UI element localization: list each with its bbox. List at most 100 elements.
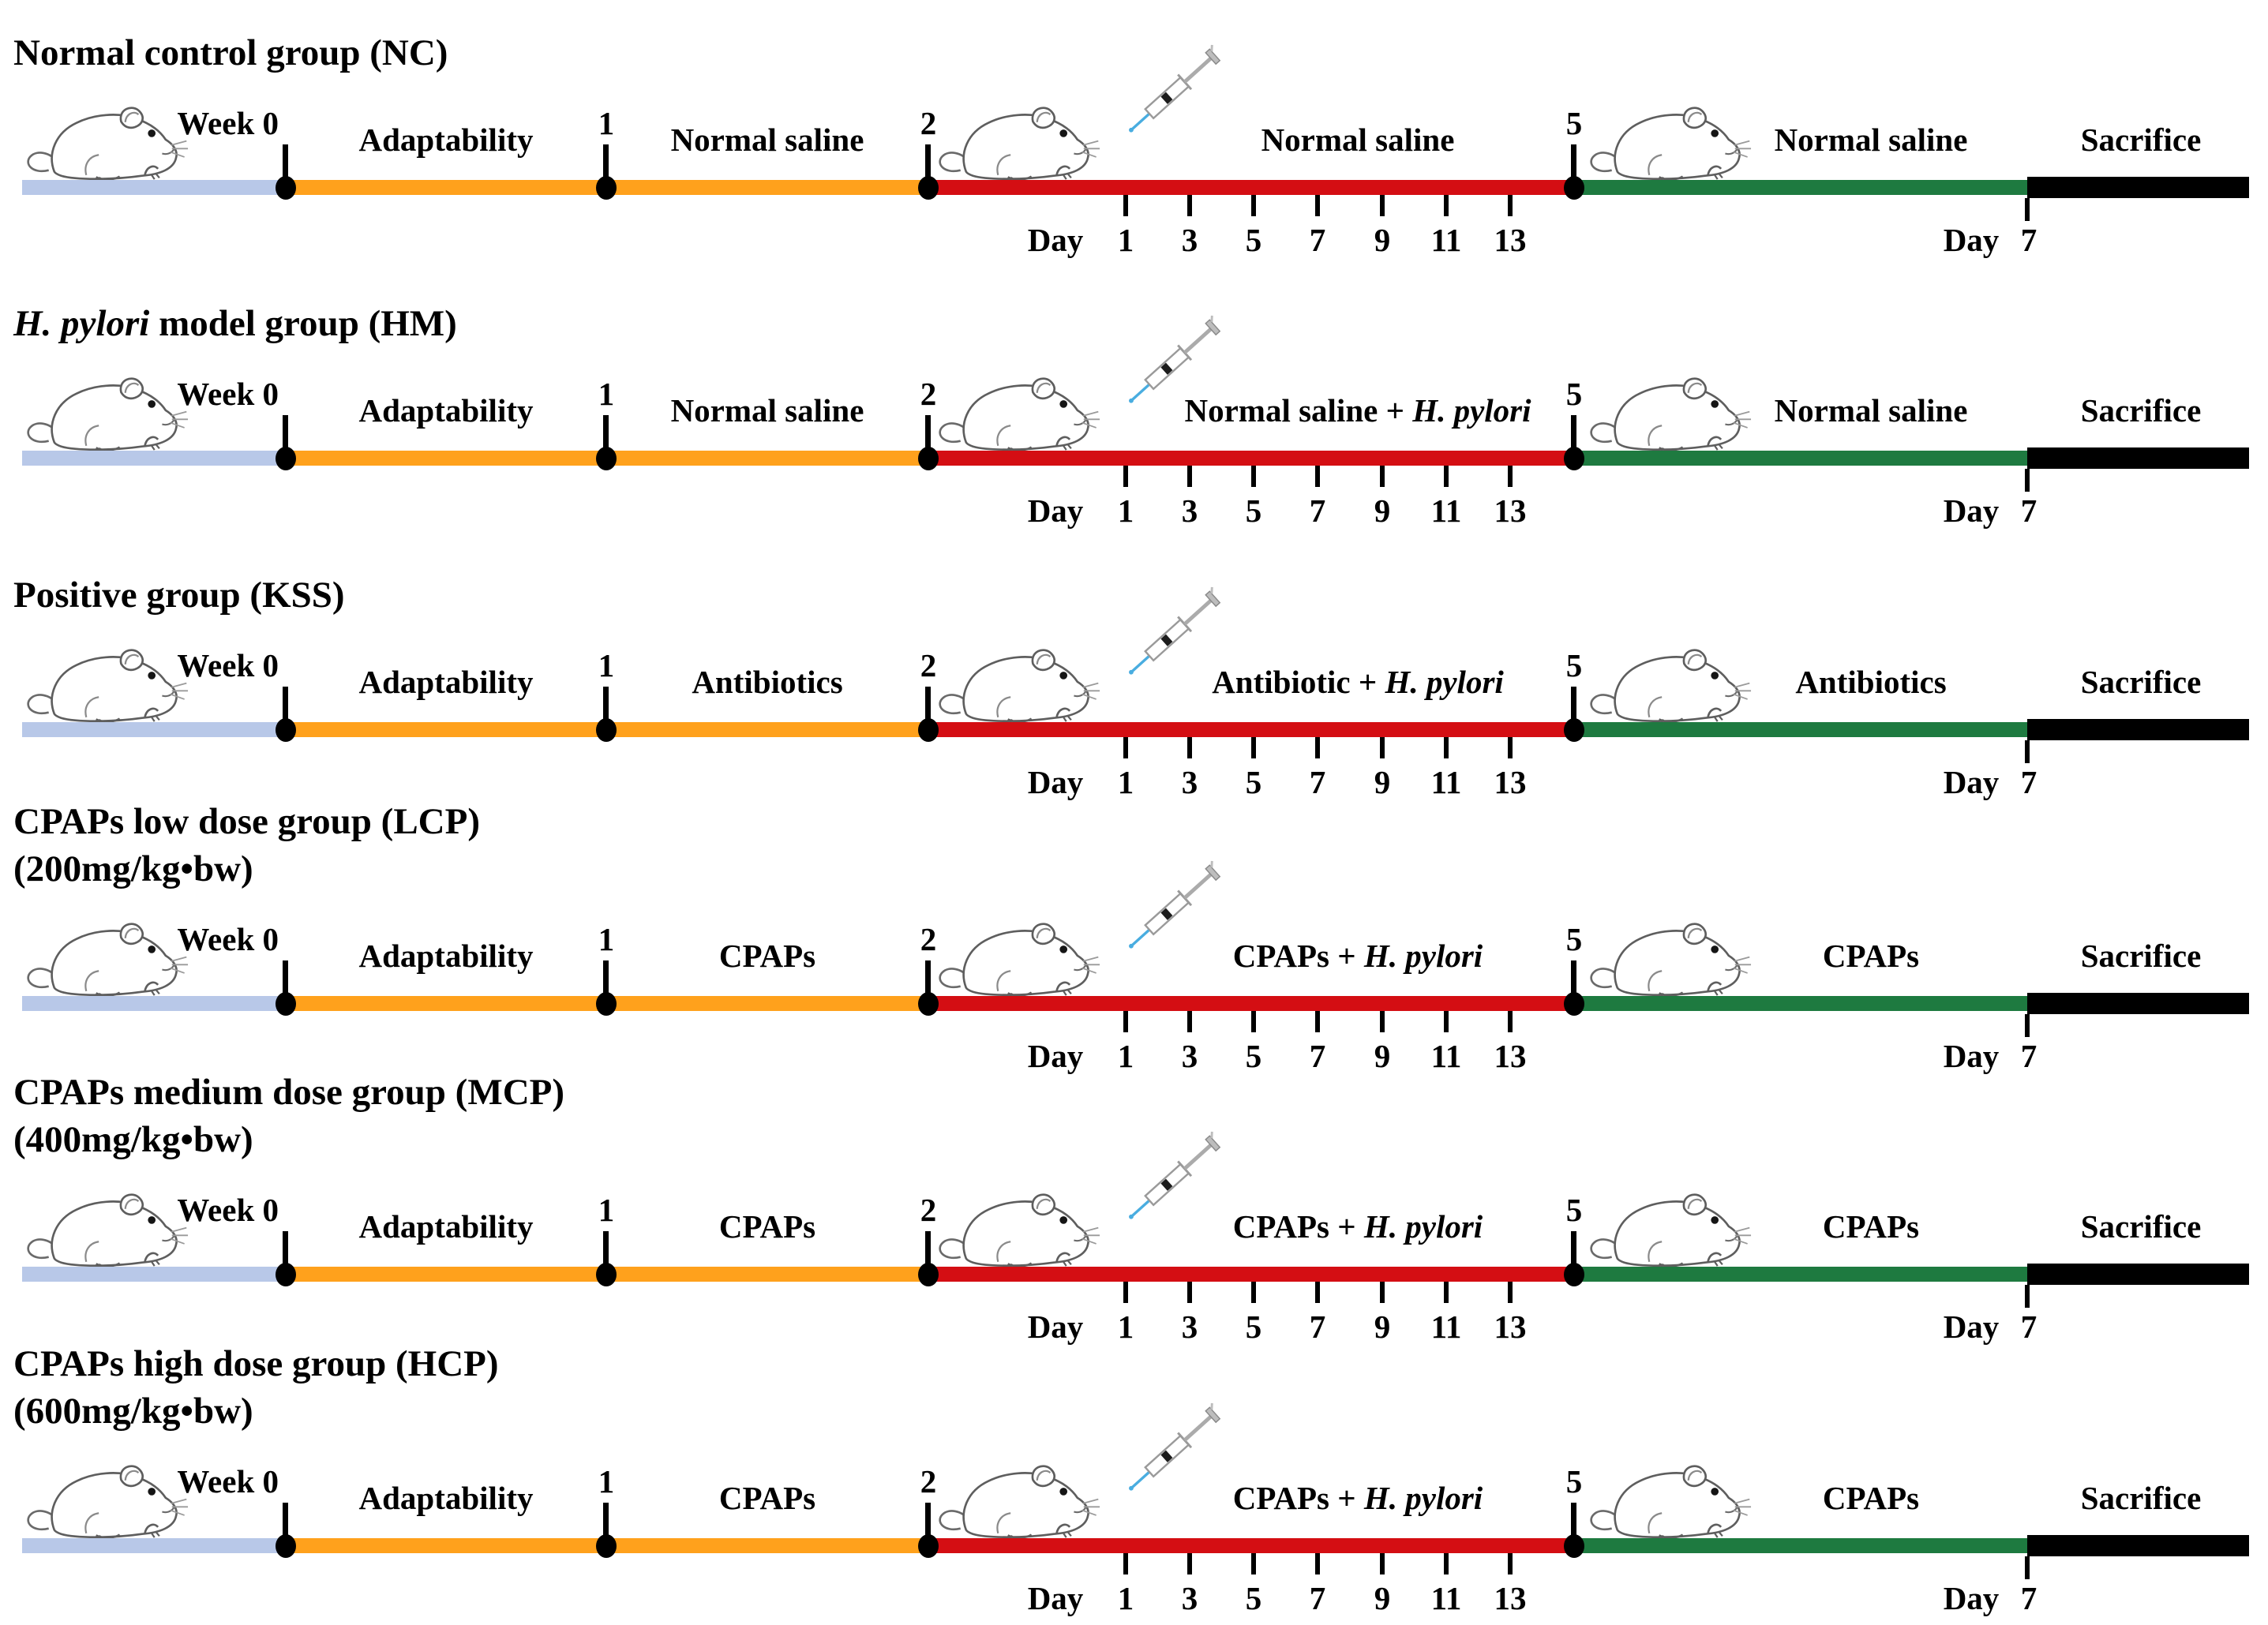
infection-label-italic: H. pylori (1412, 392, 1531, 429)
week-start-label: Week 0 (177, 921, 279, 957)
mouse-icon (22, 1462, 189, 1538)
day-tick-label: 5 (1245, 492, 1262, 529)
baseline-segment (22, 996, 286, 1011)
recovery-label: CPAPs (1822, 1480, 1920, 1516)
day-tick-label: 13 (1494, 1580, 1527, 1616)
week2-tick (925, 415, 931, 459)
day-tick (1315, 466, 1320, 487)
day-tick (1187, 1282, 1192, 1303)
group-subtitle: (400mg/kg•bw) (13, 1119, 253, 1160)
recovery-label: Normal saline (1774, 392, 1968, 429)
day7-tick (2025, 1014, 2030, 1037)
week1-tick (603, 960, 609, 1005)
day-tick-label: 5 (1245, 1038, 1262, 1074)
day-tick-label: 5 (1245, 1580, 1262, 1616)
day-tick-label: 11 (1430, 1038, 1462, 1074)
sacrifice-label: Sacrifice (2080, 1480, 2202, 1516)
week0-tick (283, 144, 288, 189)
infection-label-italic: H. pylori (1363, 1208, 1483, 1245)
week2-label: 2 (920, 1463, 937, 1500)
infection-label: Antibiotic + H. pylori (1089, 662, 1626, 702)
day-tick (1251, 466, 1256, 487)
week5-tick (1571, 415, 1576, 459)
week5-label: 5 (1565, 1192, 1583, 1228)
day-tick-label: 7 (1309, 1038, 1326, 1074)
week2-tick-dot (918, 1534, 939, 1558)
group-title: CPAPs high dose group (HCP) (13, 1341, 499, 1387)
week2-tick (925, 687, 931, 731)
day-tick (1315, 1011, 1320, 1032)
day-tick (1444, 1011, 1449, 1032)
day-tick-label: 7 (1309, 492, 1326, 529)
day-tick (1444, 195, 1449, 216)
week1-label: 1 (598, 1192, 615, 1228)
day7-tick (2025, 469, 2030, 492)
week0-tick (283, 1503, 288, 1547)
group-title-text: model group (HM) (149, 303, 457, 344)
day-tick-label: 1 (1117, 492, 1134, 529)
day7-value: 7 (2020, 222, 2037, 258)
week0-tick-dot (276, 718, 296, 742)
day-tick (1444, 1553, 1449, 1574)
day-tick (1123, 1282, 1128, 1303)
day-tick-label: 13 (1494, 764, 1527, 800)
week1-tick (603, 1503, 609, 1547)
day-tick (1123, 737, 1128, 758)
week2-tick-dot (918, 176, 939, 200)
day7-value: 7 (2020, 1038, 2037, 1074)
sacrifice-segment (2027, 1535, 2249, 1556)
group-title-text: CPAPs medium dose group (MCP) (13, 1072, 565, 1113)
sacrifice-segment (2027, 1264, 2249, 1285)
sacrifice-label: Sacrifice (2080, 122, 2202, 158)
week5-label: 5 (1565, 921, 1583, 957)
group-title-italic: H. pylori (13, 303, 150, 344)
baseline-segment (22, 1267, 286, 1282)
day-tick (1123, 1011, 1128, 1032)
recovery-segment (1574, 451, 2027, 466)
week1-tick-dot (596, 1534, 617, 1558)
week5-label: 5 (1565, 105, 1583, 141)
mouse-icon (22, 646, 189, 722)
week2-tick (925, 144, 931, 189)
group-title: Positive group (KSS) (13, 572, 345, 618)
sacrifice-segment (2027, 177, 2249, 198)
infection-label-text: CPAPs + (1232, 938, 1364, 974)
week5-label: 5 (1565, 376, 1583, 412)
infection-label-text: Normal saline + (1184, 392, 1413, 429)
infection-label: CPAPs + H. pylori (1089, 1478, 1626, 1518)
recovery-label: Antibiotics (1795, 664, 1947, 700)
mouse-icon (22, 103, 189, 180)
week2-tick (925, 1503, 931, 1547)
week-start-label: Week 0 (177, 1192, 279, 1228)
week1-tick-dot (596, 447, 617, 470)
mouse-icon (934, 646, 1101, 722)
day-axis-label: Day (1027, 1580, 1084, 1616)
day-tick-label: 1 (1117, 1038, 1134, 1074)
week1-label: 1 (598, 376, 615, 412)
adaptability-label: Adaptability (358, 122, 534, 158)
infection-label: Normal saline + H. pylori (1089, 391, 1626, 430)
infection-segment (928, 722, 1574, 737)
day-tick (1508, 737, 1513, 758)
sacrifice-segment (2027, 993, 2249, 1014)
day-tick-label: 7 (1309, 764, 1326, 800)
day-tick (1251, 737, 1256, 758)
day-tick-label: 3 (1181, 1580, 1198, 1616)
day-tick-label: 1 (1117, 1580, 1134, 1616)
sacrifice-segment (2027, 447, 2249, 469)
infection-segment (928, 996, 1574, 1011)
day7-label: Day (1943, 222, 2000, 258)
mouse-icon (1585, 103, 1753, 180)
day-tick-label: 11 (1430, 1580, 1462, 1616)
week1-label: 1 (598, 921, 615, 957)
group-title-text: Positive group (KSS) (13, 575, 345, 616)
sacrifice-label: Sacrifice (2080, 392, 2202, 429)
day-tick-label: 11 (1430, 1309, 1462, 1345)
week-start-label: Week 0 (177, 105, 279, 141)
week2-tick-dot (918, 718, 939, 742)
week-start-label: Week 0 (177, 647, 279, 683)
week2-label: 2 (920, 921, 937, 957)
mouse-icon (934, 103, 1101, 180)
recovery-segment (1574, 1267, 2027, 1282)
